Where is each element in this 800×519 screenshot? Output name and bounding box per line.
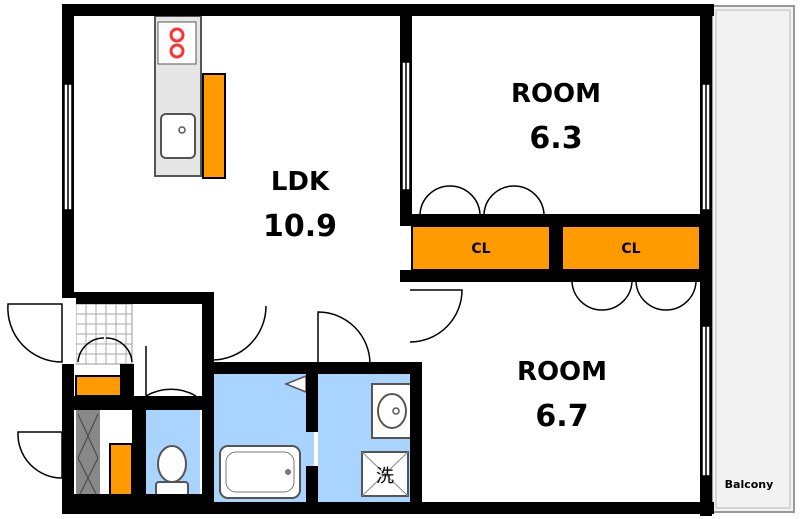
- storage-door: [17, 431, 63, 479]
- stove-burner-icon: [169, 27, 185, 43]
- wash-basin: [371, 383, 413, 439]
- room-bottom-door: [409, 289, 463, 343]
- toilet-shelf: [109, 443, 133, 501]
- washer-pan: 洗: [361, 451, 409, 497]
- walls: [62, 4, 714, 516]
- washroom-door: [317, 311, 371, 365]
- closet-left-doors: [419, 185, 545, 215]
- entrance-step: [76, 410, 100, 500]
- hall-door: [211, 305, 267, 361]
- room-bottom-name: ROOM: [517, 357, 607, 387]
- doors: [7, 185, 697, 479]
- kitchen-counter: [154, 15, 202, 177]
- kitchen-sink: [160, 113, 196, 159]
- balcony: Balcony: [711, 5, 795, 513]
- shoe-cabinet: [75, 303, 133, 365]
- toilet-door: [145, 346, 197, 398]
- entrance-door: [7, 303, 63, 363]
- ldk-size: 10.9: [263, 209, 337, 244]
- kitchen-cabinet: [202, 73, 226, 179]
- room-top-size: 6.3: [529, 121, 582, 156]
- closet-left: CL: [411, 225, 551, 271]
- room-top-name: ROOM: [511, 79, 601, 109]
- closet-right: CL: [561, 225, 701, 271]
- washer-label: 洗: [376, 466, 394, 487]
- closet-right-doors: [571, 281, 697, 311]
- room-bottom-size: 6.7: [535, 399, 588, 434]
- stove-burner-icon: [169, 43, 185, 59]
- closet-left-label: CL: [471, 241, 490, 257]
- closet-right-label: CL: [621, 241, 640, 257]
- ldk-name: LDK: [271, 167, 330, 197]
- bathtub: [219, 445, 301, 499]
- window-mullions: [67, 62, 707, 476]
- balcony-label: Balcony: [725, 478, 774, 491]
- toilet: [155, 445, 189, 499]
